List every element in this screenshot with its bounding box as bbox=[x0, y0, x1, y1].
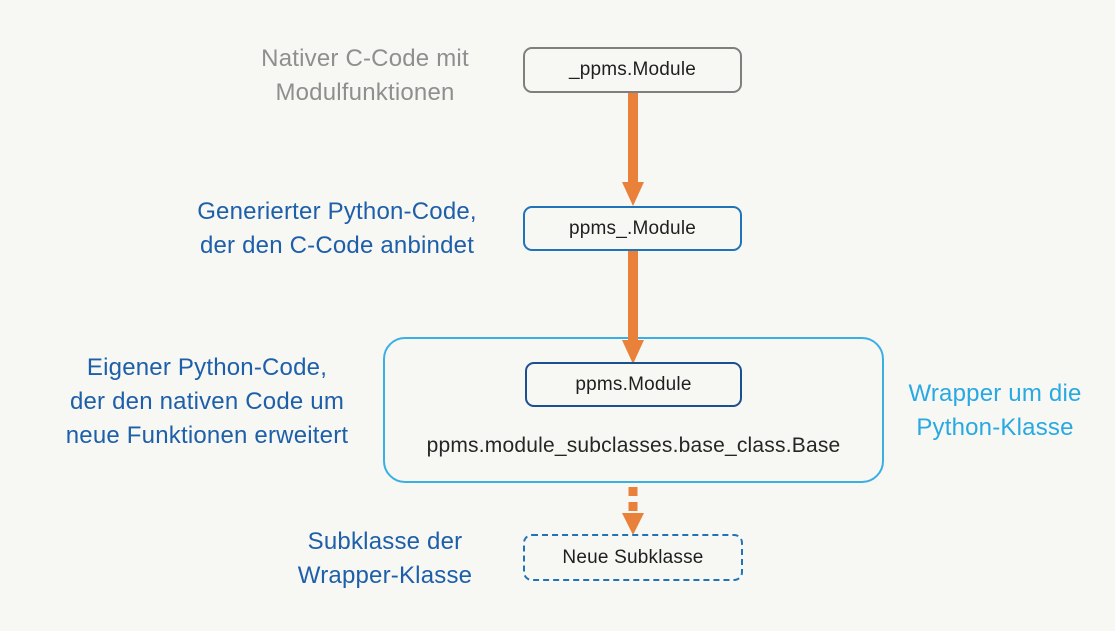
label-wrapper-python-class: Wrapper um die Python-Klasse bbox=[875, 377, 1115, 445]
node-wrapper-module: ppms.Module bbox=[525, 362, 742, 407]
label-subclass-of-wrapper: Subklasse der Wrapper-Klasse bbox=[255, 525, 515, 593]
node-new-subclass: Neue Subklasse bbox=[523, 534, 743, 581]
down-arrow-icon bbox=[622, 250, 644, 364]
wrapper-base-class-text: ppms.module_subclasses.base_class.Base bbox=[426, 434, 841, 457]
label-line: Eigener Python-Code, bbox=[86, 354, 328, 381]
node-label: _ppms.Module bbox=[568, 59, 697, 80]
label-line: Generierter Python-Code, bbox=[197, 198, 477, 225]
label-line: Python-Klasse bbox=[916, 414, 1074, 441]
label-line: Wrapper um die bbox=[908, 380, 1082, 407]
label-line: neue Funktionen erweitert bbox=[65, 422, 349, 449]
down-arrow-icon bbox=[622, 92, 644, 206]
label-generated-python-code: Generierter Python-Code, der den C-Code … bbox=[157, 195, 517, 263]
label-line: Wrapper-Klasse bbox=[297, 562, 473, 589]
label-line: Subklasse der bbox=[307, 528, 463, 555]
label-line: der den C-Code anbindet bbox=[199, 232, 475, 259]
node-native-module: _ppms.Module bbox=[523, 47, 742, 93]
node-label: Neue Subklasse bbox=[562, 546, 704, 568]
label-line: Modulfunktionen bbox=[275, 79, 455, 106]
label-line: Nativer C-Code mit bbox=[261, 45, 469, 72]
node-label: ppms.Module bbox=[575, 373, 692, 395]
node-label: ppms_.Module bbox=[568, 217, 697, 239]
dashed-down-arrow-icon bbox=[622, 487, 644, 535]
label-line: der den nativen Code um bbox=[69, 388, 345, 415]
node-generated-module: ppms_.Module bbox=[523, 206, 742, 251]
label-native-c-code: Nativer C-Code mit Modulfunktionen bbox=[200, 42, 530, 110]
label-own-python-code: Eigener Python-Code, der den nativen Cod… bbox=[27, 351, 387, 453]
